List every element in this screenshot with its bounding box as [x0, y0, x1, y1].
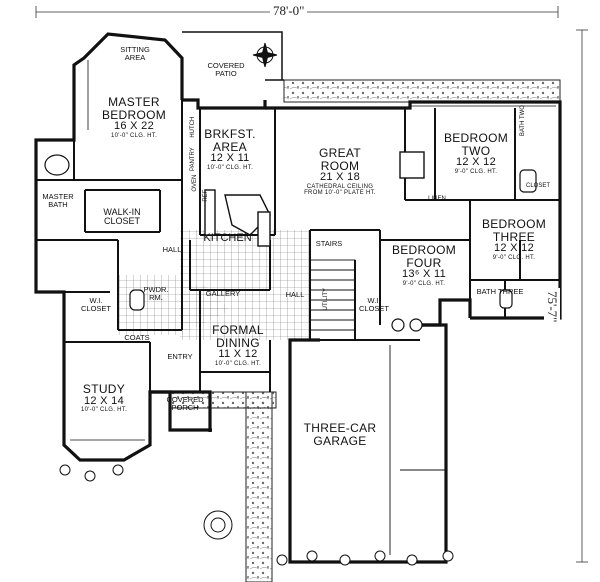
tiled-floor: [118, 230, 310, 340]
wi-closet-left-label: W.I.CLOSET: [80, 296, 111, 313]
landscape-beds: [169, 79, 561, 582]
bath-two-label: BATH TWO: [519, 105, 526, 137]
utility-label: UTILITY: [322, 287, 329, 311]
bedroom-four-label: BEDROOM FOUR 13⁶ X 11 9'-0" CLG. HT.: [391, 243, 457, 287]
master-bedroom-label: MASTER BEDROOM 16 X 22 10'-0" CLG. HT.: [101, 95, 167, 139]
fireplace: [399, 151, 425, 179]
bedroom-two-label: BEDROOM TWO 12 X 12 9'-0" CLG. HT.: [443, 131, 509, 175]
garage-doors: [389, 345, 445, 555]
formal-dining-label: FORMAL DINING 11 X 12 10'-0" CLG. HT.: [212, 323, 264, 367]
closet-label: CLOSET: [525, 183, 550, 189]
covered-patio-outline: [182, 31, 284, 81]
bath-fixtures: [44, 154, 537, 332]
stairs: [309, 259, 356, 341]
landscape-shrubs: [59, 464, 454, 566]
depth-dimension: 75'-7": [544, 288, 560, 326]
stairs-label: STAIRS: [315, 239, 343, 248]
entry-label: ENTRY: [167, 352, 193, 361]
ref-label: REF.: [202, 188, 209, 202]
pantry-label: PANTRY: [189, 147, 196, 172]
pwdr-rm-label: PWDR.RM.: [143, 285, 169, 302]
hutch-label: HUTCH: [189, 116, 196, 138]
hall-left-label: HALL: [162, 245, 182, 254]
great-room-label: GREAT ROOM 21 X 18 CATHEDRAL CEILING FRO…: [304, 146, 376, 197]
window-marks: [70, 60, 556, 441]
kitchen-label: KITCHEN: [203, 232, 252, 244]
study-label: STUDY 12 X 14 10'-0" CLG. HT.: [80, 382, 128, 414]
hall-right-label: HALL: [285, 290, 305, 299]
coats-label: COATS: [124, 333, 150, 342]
bedroom-three-label: BEDROOM THREE 12 X 12 9'-0" CLG. HT.: [481, 217, 547, 261]
linen-label: LINEN: [428, 196, 446, 202]
oven-label: OVEN: [191, 174, 198, 192]
compass-icon: [252, 42, 278, 68]
gallery-label: GALLERY: [205, 289, 241, 298]
wi-closet-right-label: W.I.CLOSET: [358, 296, 389, 313]
kitchen-counters: [204, 189, 271, 247]
bath-three-label: BATH THREE: [476, 287, 524, 296]
brkfst-area-label: BRKFST. AREA 12 X 11 10'-0" CLG. HT.: [204, 127, 256, 171]
width-dimension: 78'-0": [270, 3, 308, 19]
